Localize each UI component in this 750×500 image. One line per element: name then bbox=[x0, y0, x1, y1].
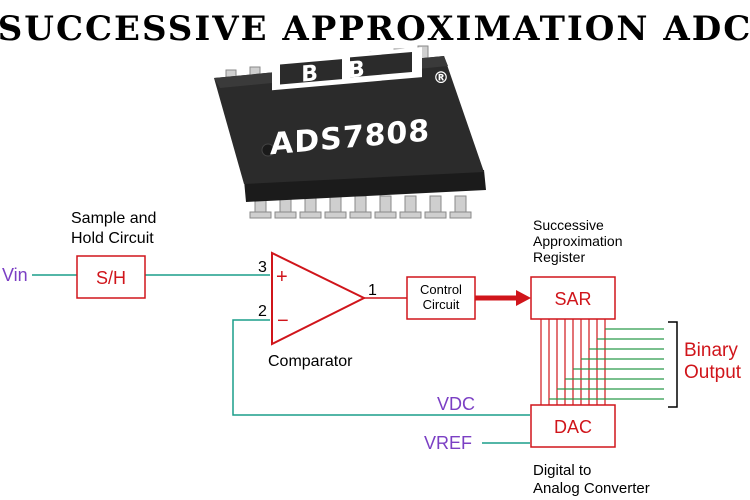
sar-label-1: Successive bbox=[533, 217, 604, 233]
signal-wires bbox=[32, 274, 530, 444]
sar-block-label: SAR bbox=[554, 289, 591, 309]
sar-label-3: Register bbox=[533, 249, 585, 265]
registered-mark: ® bbox=[433, 68, 449, 87]
dac-label-2: Analog Converter bbox=[533, 480, 650, 497]
sar-dac-bus bbox=[540, 319, 606, 405]
control-circuit-block bbox=[406, 276, 476, 320]
dac-label-1: Digital to bbox=[533, 462, 591, 479]
binary-label-2: Output bbox=[684, 362, 742, 383]
vdc-label: VDC bbox=[437, 394, 475, 414]
comparator-label: Comparator bbox=[268, 353, 353, 370]
vin-label: Vin bbox=[2, 265, 28, 285]
sample-hold-label-2: Hold Circuit bbox=[71, 230, 154, 247]
chip-pin1-dot bbox=[261, 143, 275, 157]
sh-block bbox=[76, 255, 146, 299]
sh-block-label: S/H bbox=[96, 268, 126, 288]
binary-output-bracket bbox=[668, 321, 678, 408]
sar-label-2: Approximation bbox=[533, 233, 623, 249]
chip-illustration: BB ® ADS7808 bbox=[214, 45, 486, 219]
pin-2-label: 2 bbox=[258, 303, 267, 320]
binary-label-1: Binary bbox=[684, 340, 738, 361]
comparator-symbol bbox=[271, 251, 367, 346]
arrow-head bbox=[516, 290, 531, 306]
control-label-1: Control bbox=[420, 282, 462, 297]
pin-3-label: 3 bbox=[258, 259, 267, 276]
control-label-2: Circuit bbox=[423, 297, 460, 312]
binary-output-lines bbox=[549, 328, 664, 400]
dac-block bbox=[530, 404, 616, 448]
comparator-minus: − bbox=[277, 310, 289, 332]
comparator-plus: + bbox=[276, 266, 288, 288]
pin-1-label: 1 bbox=[368, 282, 377, 299]
sample-hold-label-1: Sample and bbox=[71, 210, 156, 227]
page-title: SUCCESSIVE APPROXIMATION ADC bbox=[0, 9, 750, 49]
dac-block-label: DAC bbox=[554, 417, 592, 437]
sar-block bbox=[530, 276, 616, 320]
vref-label: VREF bbox=[424, 433, 472, 453]
